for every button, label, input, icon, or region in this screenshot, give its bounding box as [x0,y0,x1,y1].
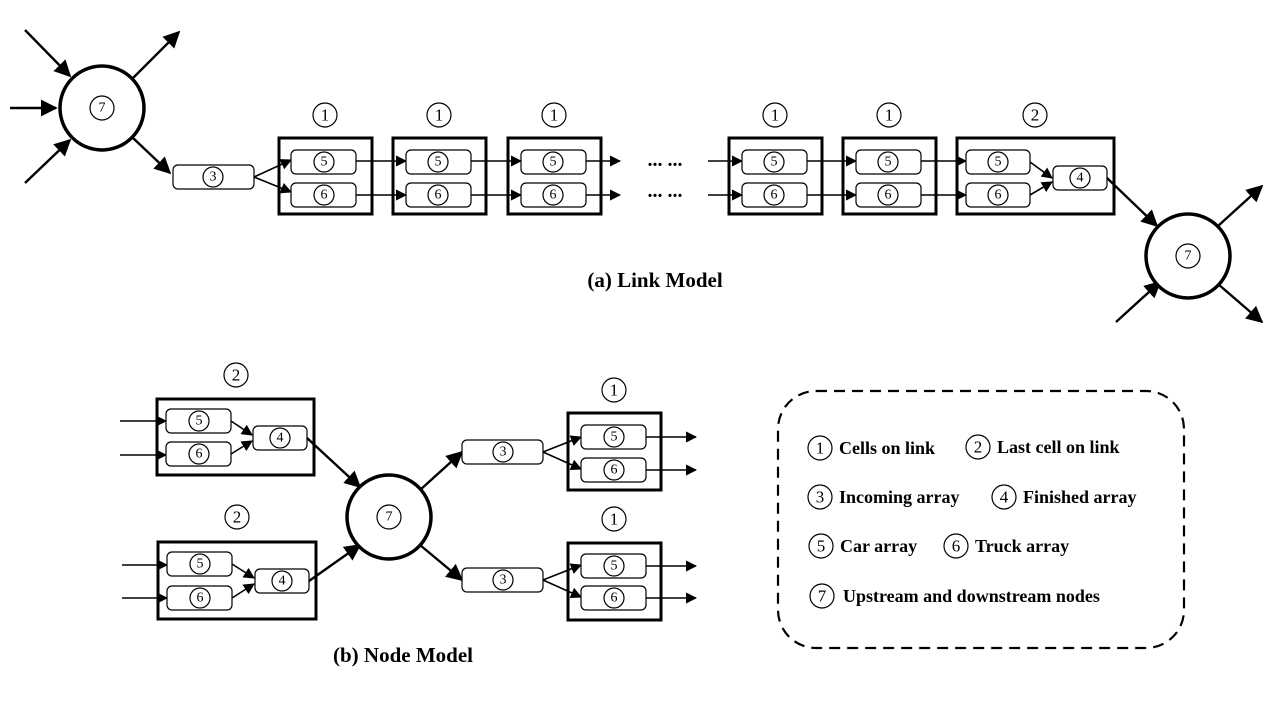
link-cell-3: 1 5 6 [506,102,603,216]
number-label: 6 [196,447,203,462]
legend-truck-array: Truck array [975,536,1069,556]
legend-last-cell: Last cell on link [997,437,1120,457]
number-label: 6 [771,188,778,203]
number-label: 6 [321,188,328,203]
link-cell-2: 1 5 6 [391,102,488,216]
number-label: 5 [611,559,618,574]
number-label: 6 [885,188,892,203]
number-label: 5 [550,155,557,170]
number-label: 4 [1077,171,1084,186]
number-label: 4 [279,574,286,589]
upstream-node: 7 [10,29,181,184]
number-label: 6 [952,537,961,556]
number-label: 3 [500,573,507,588]
number-label: 5 [196,414,203,429]
number-label: 6 [197,591,204,606]
legend-finished-array: Finished array [1023,487,1137,507]
lower-outgoing-link: 3 1 5 6 [461,506,698,622]
upper-last-cell: 2 5 6 4 [120,362,316,477]
number-label: 4 [277,431,284,446]
number-label: 1 [885,106,894,125]
incoming-array: 3 [172,159,293,194]
number-label: 1 [435,106,444,125]
number-label: 7 [818,587,827,606]
number-label: 5 [321,155,328,170]
node-model-caption: (b) Node Model [333,643,473,667]
number-label: 2 [974,438,983,457]
number-label: 2 [233,508,242,527]
ellipsis: ... ... [648,180,683,202]
legend-incoming-array: Incoming array [839,487,960,507]
number-label: 5 [611,430,618,445]
link-cell-4: 1 5 6 [727,102,824,216]
number-label: 5 [197,557,204,572]
last-link-cell: 2 5 6 4 [955,102,1116,216]
legend-cells-on-link: Cells on link [839,438,935,458]
incoming-array-label: 3 [210,170,217,185]
link-model: 7 3 1 5 6 1 5 6 [10,29,1264,324]
number-label: 6 [550,188,557,203]
link-cell-1: 1 5 6 [277,102,374,216]
number-label: 6 [995,188,1002,203]
node-label: 7 [99,101,106,116]
number-label: 4 [1000,488,1009,507]
ellipsis: ... ... [648,149,683,171]
number-label: 1 [816,439,825,458]
number-label: 1 [321,106,330,125]
number-label: 2 [232,366,241,385]
number-label: 7 [386,510,393,525]
legend: 1 Cells on link 2 Last cell on link 3 In… [776,389,1186,650]
number-label: 3 [500,445,507,460]
upper-outgoing-link: 3 1 5 6 [461,377,698,492]
link-cell-5: 1 5 6 [841,102,938,216]
number-label: 1 [771,106,780,125]
number-label: 5 [771,155,778,170]
node-model: 2 5 6 4 2 5 6 4 [120,362,698,667]
number-label: 5 [817,537,826,556]
number-label: 1 [550,106,559,125]
link-model-caption: (a) Link Model [587,268,723,292]
number-label: 6 [435,188,442,203]
legend-nodes: Upstream and downstream nodes [843,586,1100,606]
lower-last-cell: 2 5 6 4 [122,504,318,621]
number-label: 2 [1031,106,1040,125]
number-label: 5 [885,155,892,170]
number-label: 6 [611,463,618,478]
downstream-node: 7 [1106,177,1264,324]
number-label: 3 [816,488,825,507]
number-label: 6 [611,591,618,606]
number-label: 5 [435,155,442,170]
number-label: 5 [995,155,1002,170]
number-label: 1 [610,381,619,400]
legend-car-array: Car array [840,536,917,556]
number-label: 1 [610,510,619,529]
central-node: 7 [306,437,464,582]
number-label: 7 [1185,249,1192,264]
